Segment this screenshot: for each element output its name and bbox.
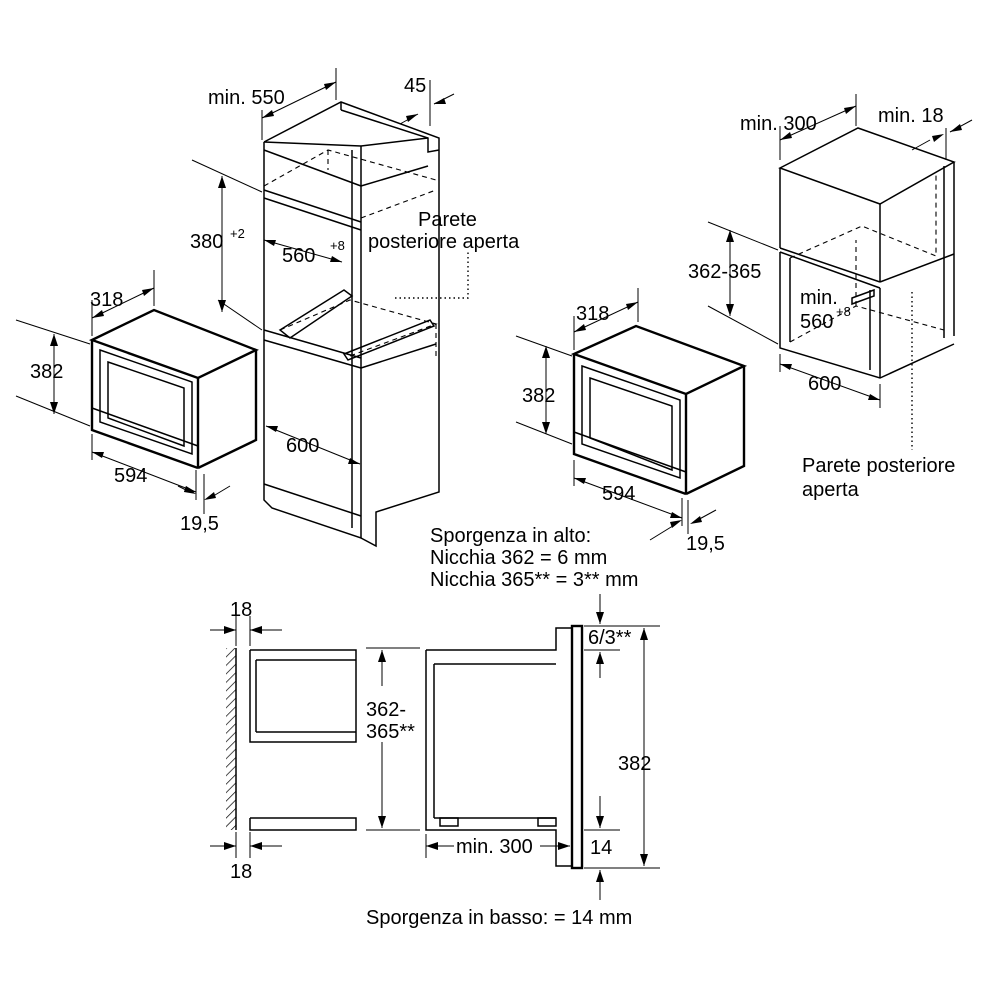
dim-left-depth: 318 (90, 270, 155, 336)
wall-rear-wall-note: Parete posteriore aperta (802, 455, 955, 501)
dim-section-gap-bottom: 18 (210, 832, 282, 883)
protrusion-top-line1: Sporgenza in alto: (430, 525, 591, 547)
left-width-label: 594 (114, 465, 147, 487)
tall-niche-height-label: 380 (190, 231, 223, 253)
dim-right-height: 382 (515, 335, 573, 445)
dim-wall-depth: min. 300 (740, 94, 857, 160)
wall-rear-wall-line1: Parete posteriore (802, 455, 955, 477)
wall-niche-height-label: 362-365 (688, 261, 761, 283)
tall-cabinet (263, 101, 469, 548)
dim-section-gap-top: 18 (210, 599, 282, 646)
dim-tall-cabinet-depth: 600 (265, 425, 361, 465)
dim-section-top-offset: 6/3** (584, 594, 660, 678)
right-height-label: 382 (522, 385, 555, 407)
section-bottom-offset-label: 14 (590, 837, 612, 859)
dim-section-depth: min. 300 (425, 834, 570, 858)
appliance-left (88, 308, 259, 470)
tall-rear-wall-line1: Parete (418, 209, 477, 231)
dim-tall-niche-width: 560 +8 (263, 238, 345, 267)
tall-depth-label: min. 550 (208, 87, 285, 109)
wall-cabinet-depth-label: 600 (808, 373, 841, 395)
dim-wall-niche-width: min. 560 +8 (800, 287, 851, 333)
dim-section-niche-height: 362- 365** (366, 647, 420, 831)
left-height-label: 382 (30, 361, 63, 383)
appliance-right (570, 324, 748, 496)
section-gap-top-label: 18 (230, 599, 252, 621)
section-depth-label: min. 300 (456, 836, 533, 858)
dim-section-height: 382 (584, 628, 660, 869)
right-width-label: 594 (602, 483, 635, 505)
section-niche-height-line2: 365** (366, 721, 415, 743)
section-view (226, 624, 584, 870)
dim-right-front: 19,5 (649, 500, 725, 555)
tall-niche-width-label: 560 (282, 245, 315, 267)
dim-wall-rear-gap: min. 18 (878, 105, 973, 160)
right-depth-label: 318 (576, 303, 609, 325)
left-front-label: 19,5 (180, 513, 219, 535)
dim-left-height: 382 (15, 319, 91, 427)
section-gap-bottom-label: 18 (230, 861, 252, 883)
protrusion-top-note: Sporgenza in alto: Nicchia 362 = 6 mm Ni… (430, 525, 638, 591)
tall-rear-gap-label: 45 (404, 75, 426, 97)
dim-wall-cabinet-depth: 600 (779, 354, 881, 408)
dim-right-width: 594 (573, 460, 683, 526)
wall-niche-width-label: 560 (800, 311, 833, 333)
wall-rear-gap-label: min. 18 (878, 105, 944, 127)
tall-rear-wall-line2: posteriore aperta (368, 231, 520, 253)
dim-section-bottom-offset: 14 (584, 796, 620, 900)
wall-cabinet (778, 127, 956, 450)
right-front-label: 19,5 (686, 533, 725, 555)
protrusion-bottom-note: Sporgenza in basso: = 14 mm (366, 907, 632, 929)
dim-tall-niche-height: 380 +2 (190, 159, 263, 331)
left-depth-label: 318 (90, 289, 123, 311)
wall-rear-wall-line2: aperta (802, 479, 860, 501)
tall-cabinet-depth-label: 600 (286, 435, 319, 457)
dim-left-front: 19,5 (177, 474, 231, 535)
wall-niche-width-min: min. (800, 287, 838, 309)
section-niche-height-line1: 362- (366, 699, 406, 721)
tall-niche-width-tol: +8 (330, 238, 345, 253)
dim-tall-depth: min. 550 (208, 68, 337, 140)
dim-right-depth: 318 (573, 288, 639, 350)
tall-rear-wall-note: Parete posteriore aperta (368, 209, 520, 253)
wall-niche-width-tol: +8 (836, 304, 851, 319)
tall-niche-height-tol: +2 (230, 226, 245, 241)
dim-left-width: 594 (91, 434, 197, 500)
section-top-offset-label: 6/3** (588, 627, 632, 649)
wall-depth-label: min. 300 (740, 113, 817, 135)
section-height-label: 382 (618, 753, 651, 775)
protrusion-top-line3: Nicchia 365** = 3** mm (430, 569, 638, 591)
dim-wall-niche-height: 362-365 (688, 221, 779, 345)
protrusion-top-line2: Nicchia 362 = 6 mm (430, 547, 607, 569)
dim-tall-rear-gap: 45 (399, 75, 455, 126)
